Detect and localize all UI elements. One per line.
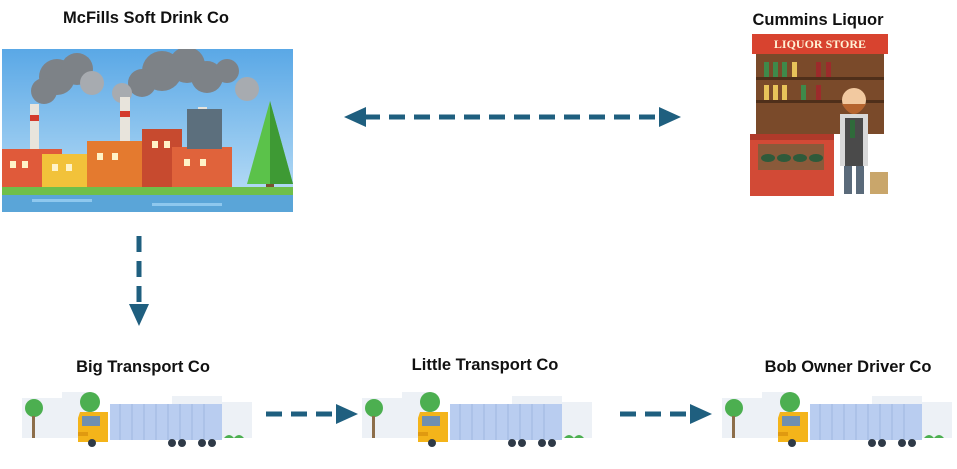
big-transport-label: Big Transport Co (76, 358, 210, 376)
factory-liquor-double-arrow (344, 107, 681, 127)
big-to-little-transport-arrow (266, 404, 358, 424)
little-transport-truck-illustration (362, 388, 592, 448)
factory-illustration (2, 49, 293, 212)
factory-label: McFills Soft Drink Co (63, 9, 229, 27)
owner-driver-label: Bob Owner Driver Co (764, 358, 932, 376)
liquor-store-illustration: LIQUOR STORE (746, 32, 894, 198)
liquor-label: Cummins Liquor (752, 11, 884, 29)
factory-to-big-transport-arrow (129, 236, 149, 326)
liquor-sign-text: LIQUOR STORE (774, 37, 866, 51)
owner-driver-truck-illustration (722, 388, 952, 448)
big-transport-truck-illustration (22, 388, 252, 448)
little-to-owner-driver-arrow (620, 404, 712, 424)
little-transport-label: Little Transport Co (411, 356, 559, 374)
